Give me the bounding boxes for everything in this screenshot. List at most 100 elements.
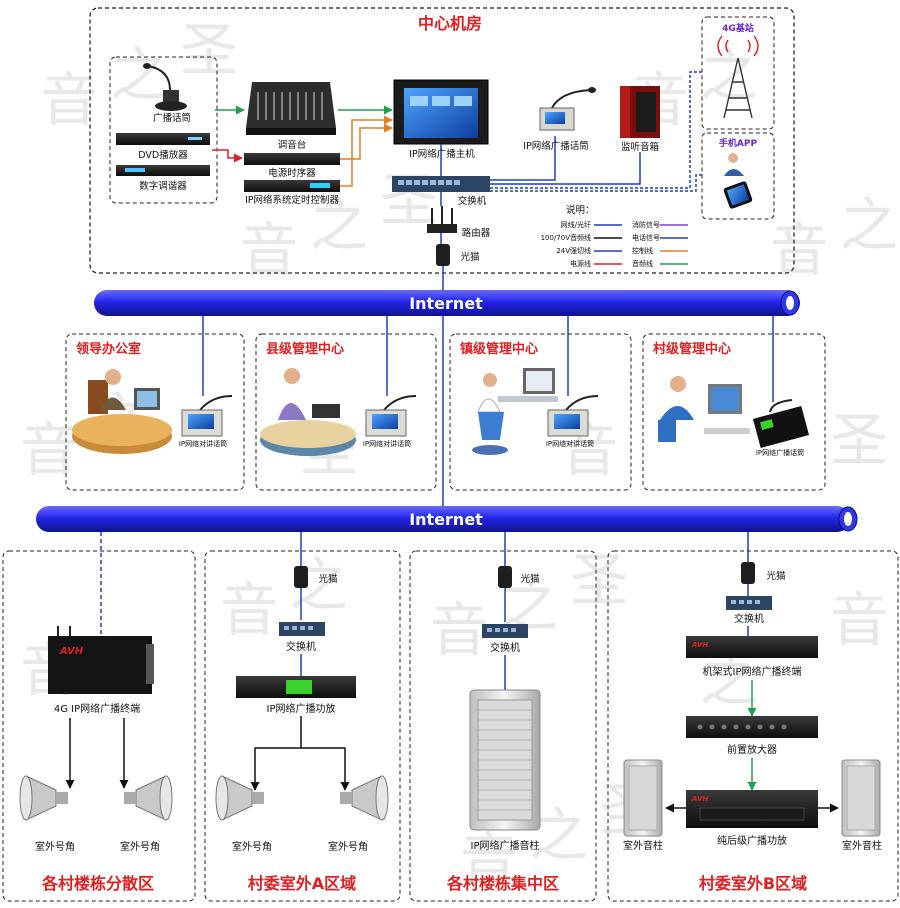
4g-terminal-icon: AVH <box>48 626 154 694</box>
svg-text:控制线: 控制线 <box>632 246 653 255</box>
zone-c-modem-label: 光猫 <box>520 573 539 585</box>
zone-b-speaker1-label: 室外音柱 <box>623 839 663 852</box>
router-icon <box>427 206 457 233</box>
svg-text:之: 之 <box>310 191 368 259</box>
power-amp-label: 纯后级广播功放 <box>717 834 787 847</box>
office-county-title: 县级管理中心 <box>266 341 344 357</box>
zone-a-audio-lines <box>250 716 350 791</box>
switch-label: 交换机 <box>458 195 487 207</box>
office-leader-device: IP网络对讲话筒 <box>179 439 227 448</box>
zone-b-box <box>607 550 899 902</box>
svg-text:圣: 圣 <box>180 16 238 84</box>
zone-a-modem-icon <box>294 566 308 588</box>
svg-text:音: 音 <box>40 66 98 134</box>
office-town-title: 镇级管理中心 <box>460 341 538 357</box>
internet-pipe-bottom: Internet <box>36 506 858 532</box>
dvd-player-icon <box>116 133 210 145</box>
broadcast-mic-label: 广播话筒 <box>153 112 191 124</box>
column-speaker-label: IP网络广播音柱 <box>471 839 540 852</box>
base-station-label: 4G基站 <box>722 22 754 34</box>
zone1-audio-lines <box>65 718 129 789</box>
talkback-mic-1-icon <box>181 395 233 437</box>
talkback-mic-3-icon <box>547 395 599 437</box>
tuner-label: 数字调谐器 <box>139 180 187 192</box>
preamp-label: 前置放大器 <box>727 743 777 756</box>
svg-text:说明：: 说明： <box>566 204 595 216</box>
modem-icon <box>436 244 450 266</box>
zone-b-switch-label: 交换机 <box>734 612 764 625</box>
rack-terminal-label: 机架式IP网络广播终端 <box>703 665 802 678</box>
svg-text:AVH: AVH <box>59 646 84 657</box>
talkback-mic-2-icon <box>365 395 417 437</box>
timer-controller-label: IP网络系统定时控制器 <box>245 194 340 206</box>
power-sequencer-icon <box>244 153 340 165</box>
base-station-box <box>701 16 775 130</box>
zone-b-column-2-icon <box>841 759 881 837</box>
office-county-box <box>255 333 437 491</box>
power-sequencer-label: 电源时序器 <box>268 167 316 179</box>
zone-connectors <box>100 532 749 636</box>
office-village-device: IP网络广播话筒 <box>756 448 804 457</box>
svg-text:AVH: AVH <box>691 795 708 803</box>
svg-text:音: 音 <box>460 826 518 894</box>
svg-text:AVH: AVH <box>691 641 708 649</box>
zone-a-modem-label: 光猫 <box>318 573 337 585</box>
svg-text:音: 音 <box>830 586 888 654</box>
zone-a-speaker1-label: 室外号角 <box>232 840 272 853</box>
switch-icon <box>392 176 490 192</box>
ip-broadcast-host-label: IP网络广播主机 <box>409 148 475 160</box>
zone-concentrated-box <box>409 550 597 902</box>
office-county-device: IP网络对讲话筒 <box>363 439 411 448</box>
central-room-title: 中心机房 <box>418 14 482 33</box>
office-village-title: 村级管理中心 <box>653 341 731 357</box>
power-amp-icon: AVH <box>686 790 818 828</box>
zone-c-switch-icon <box>482 624 528 638</box>
internet-label-top: Internet <box>409 294 483 313</box>
mixer-label: 调音台 <box>278 139 307 151</box>
svg-text:音: 音 <box>430 596 488 664</box>
broadcast-mic-village-icon <box>752 399 810 448</box>
monitor-speaker-label: 监听音箱 <box>621 141 659 153</box>
zone-a-box <box>204 550 401 902</box>
zone-c-modem-icon <box>498 566 512 588</box>
svg-text:电源线: 电源线 <box>570 259 591 268</box>
zone-a-horn-1-icon <box>215 775 264 821</box>
zone-a-switch-icon <box>279 622 325 636</box>
svg-text:圣: 圣 <box>570 546 628 614</box>
svg-text:音: 音 <box>240 216 298 284</box>
svg-text:消防信号: 消防信号 <box>632 220 660 229</box>
phone-user-icon <box>723 153 753 209</box>
zone1-speaker2-label: 室外号角 <box>120 840 160 853</box>
ip-broadcast-mic-label: IP网络广播话筒 <box>523 140 589 152</box>
zone-b-column-1-icon <box>623 759 663 837</box>
zone1-speaker1-label: 室外号角 <box>35 840 75 853</box>
svg-text:音: 音 <box>220 576 278 644</box>
office-town-box <box>449 333 632 491</box>
zone-a-horn-2-icon <box>340 775 389 821</box>
svg-text:之: 之 <box>840 191 898 259</box>
4g-terminal-label: 4G IP网络广播终端 <box>54 702 140 715</box>
dvd-player-label: DVD播放器 <box>138 149 188 161</box>
zone-a-switch-label: 交换机 <box>286 640 316 653</box>
horn-speaker-1-icon <box>19 775 68 821</box>
internet-label-bottom: Internet <box>409 510 483 529</box>
column-speaker-icon <box>469 689 541 831</box>
svg-text:网线/光纤: 网线/光纤 <box>561 220 591 229</box>
village-desk-illustration <box>658 376 750 442</box>
county-desk-illustration <box>260 368 356 456</box>
svg-text:音: 音 <box>770 216 828 284</box>
modem-label: 光猫 <box>460 251 479 263</box>
ip-broadcast-mic-icon <box>539 87 596 131</box>
app-label: 手机APP <box>719 137 758 149</box>
zone-a-amp-icon <box>236 676 356 698</box>
svg-text:100/70V音频线: 100/70V音频线 <box>541 233 591 242</box>
central-room-box <box>89 7 795 274</box>
zone-a-amp-label: IP网络广播功放 <box>267 702 336 715</box>
rack-terminal-icon: AVH <box>686 636 818 658</box>
internet-pipe-top: Internet <box>94 290 800 316</box>
zone-b-speaker2-label: 室外音柱 <box>842 839 882 852</box>
zone-c-switch-label: 交换机 <box>490 641 520 654</box>
zone-a-title: 村委室外A区域 <box>248 874 356 893</box>
sources-box <box>109 56 218 204</box>
